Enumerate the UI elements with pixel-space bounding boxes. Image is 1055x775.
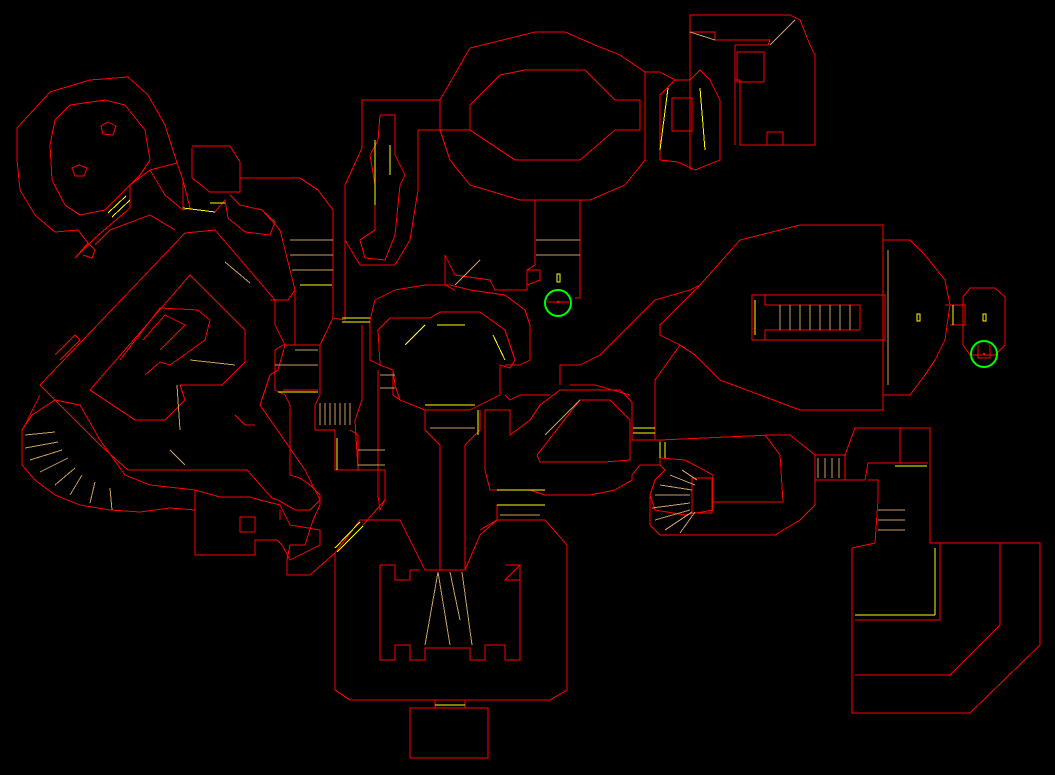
player-arrow-icon: [970, 340, 998, 368]
item-dot-icon: [556, 300, 560, 304]
floor-change-lines: [24, 19, 905, 646]
tr-small-rect: [736, 51, 765, 83]
player-arrow-icon: [544, 289, 572, 317]
solid-walls: [16, 14, 1041, 759]
nw-pentagon-1: [100, 121, 117, 136]
east-stair-frame: [751, 294, 886, 341]
player-marker-2: [970, 340, 998, 368]
nw-pentagon-2: [71, 164, 88, 177]
castle-inner: [89, 274, 246, 421]
nw-blob-inner: [49, 99, 151, 216]
tr-inner-rect: [671, 97, 693, 132]
item-dot-icon: [982, 352, 986, 356]
top-oval-hall: [439, 31, 646, 201]
player-marker-1: [544, 289, 572, 317]
top-oval-inner: [469, 69, 641, 161]
sw-curve: [21, 399, 321, 561]
east-exit-room: [962, 287, 1006, 356]
lower-central-hall: [334, 519, 568, 701]
castle-outer: [39, 229, 321, 511]
nw-blob-room: [16, 76, 178, 259]
ceiling-change-lines: [107, 87, 987, 706]
sw-small-box: [239, 516, 256, 533]
east-hall: [659, 224, 951, 411]
south-exit-room: [409, 707, 489, 759]
central-arch: [377, 311, 516, 411]
